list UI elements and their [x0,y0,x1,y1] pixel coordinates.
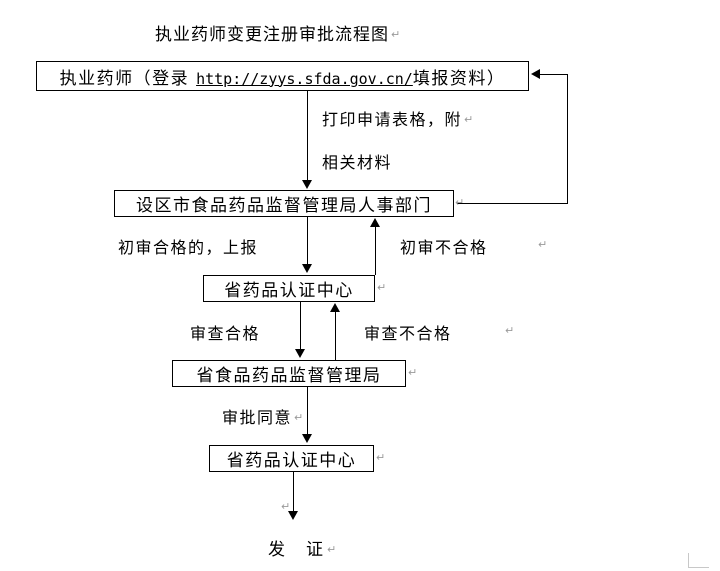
page-crop-mark-icon [688,553,709,568]
return-mark-icon-issue-area: ↵ [281,500,291,513]
edge-label-review-pass-text: 审查合格 [190,324,261,343]
return-mark-icon-initial-fail: ↵ [538,238,548,251]
edge-prov-fda-to-cert2-line [307,387,308,435]
edge-applicant-to-city-line [307,91,308,181]
registration-url[interactable]: http://zyys.sfda.gov.cn/ [196,69,413,88]
edge-label-initial-fail: 初审不合格 [400,234,488,258]
return-mark-icon-prov-fda-box: ↵ [408,366,418,379]
node-applicant-label-prefix: 执业药师（登录 [59,68,197,89]
return-mark-icon-approved: ↵ [294,411,305,424]
edge-prov-fda-to-cert2-arrowhead-icon [302,434,312,443]
node-prov-cert-center-2[interactable]: 省药品认证中心 [209,445,374,472]
edge-label-review-fail: 审查不合格 [364,320,452,344]
return-mark-icon-issue: ↵ [327,543,339,556]
return-mark-icon-cert-box-1: ↵ [377,281,387,294]
feedback-loop-arrowhead-icon [531,69,540,79]
edge-label-initial-pass: 初审合格的，上报 [118,234,258,258]
node-city-fda-hr[interactable]: 设区市食品药品监督管理局人事部门 [114,190,454,217]
node-applicant[interactable]: 执业药师（登录 http://zyys.sfda.gov.cn/填报资料） [36,61,529,91]
edge-label-review-pass: 审查合格 [190,320,260,344]
return-mark-icon-city-box: ↵ [455,196,465,209]
edge-applicant-to-city-arrowhead-icon [302,180,312,189]
edge-label-print-form: 打印申请表格，附↵ [322,106,475,130]
page-title-text: 执业药师变更注册审批流程图 [155,25,389,45]
edge-label-review-fail-text: 审查不合格 [364,324,452,343]
node-prov-fda[interactable]: 省食品药品监督管理局 [172,360,406,387]
edge-label-print-form-text: 打印申请表格，附 [322,110,463,129]
node-city-fda-hr-label: 设区市食品药品监督管理局人事部门 [136,196,432,216]
edge-cert-to-city-line [375,226,376,275]
edge-label-initial-fail-text: 初审不合格 [400,238,488,257]
edge-label-approved: 审批同意↵ [222,404,305,428]
edge-cert-to-prov-fda-arrowhead-icon [295,349,305,358]
feedback-loop-right-segment [567,74,568,204]
node-prov-cert-center-2-label: 省药品认证中心 [226,451,357,471]
return-mark-icon-print: ↵ [464,113,475,126]
node-applicant-label-suffix: 填报资料） [412,68,506,89]
edge-cert-to-city-arrowhead-icon [370,218,380,227]
edge-city-to-cert-arrowhead-icon [302,264,312,273]
edge-label-related-materials: 相关材料 [322,149,392,173]
node-applicant-label: 执业药师（登录 http://zyys.sfda.gov.cn/填报资料） [55,64,511,89]
edge-city-to-cert-line [307,217,308,265]
edge-label-initial-pass-text: 初审合格的，上报 [118,238,259,257]
return-mark-icon-cert-box-2: ↵ [376,451,386,464]
page-title: 执业药师变更注册审批流程图↵ [155,20,401,45]
node-prov-cert-center-1-label: 省药品认证中心 [224,281,354,301]
node-issue-license-text: 发 证 [268,540,325,560]
edge-cert-to-prov-fda-line [300,302,301,350]
edge-cert2-to-issue-line [293,472,294,512]
feedback-loop-top-segment [540,74,568,75]
node-prov-fda-label: 省食品药品监督管理局 [196,366,382,386]
node-prov-cert-center-1[interactable]: 省药品认证中心 [203,275,375,302]
return-mark-icon: ↵ [391,28,402,41]
edge-label-related-materials-text: 相关材料 [322,153,393,172]
node-issue-license: 发 证↵ [268,535,338,560]
edge-prov-fda-to-cert-line [335,311,336,360]
edge-prov-fda-to-cert-arrowhead-icon [330,303,340,312]
feedback-loop-bottom-segment [457,203,568,204]
edge-label-approved-text: 审批同意 [222,408,293,427]
edge-cert2-to-issue-arrowhead-icon [288,511,298,520]
return-mark-icon-review-fail: ↵ [505,324,515,337]
